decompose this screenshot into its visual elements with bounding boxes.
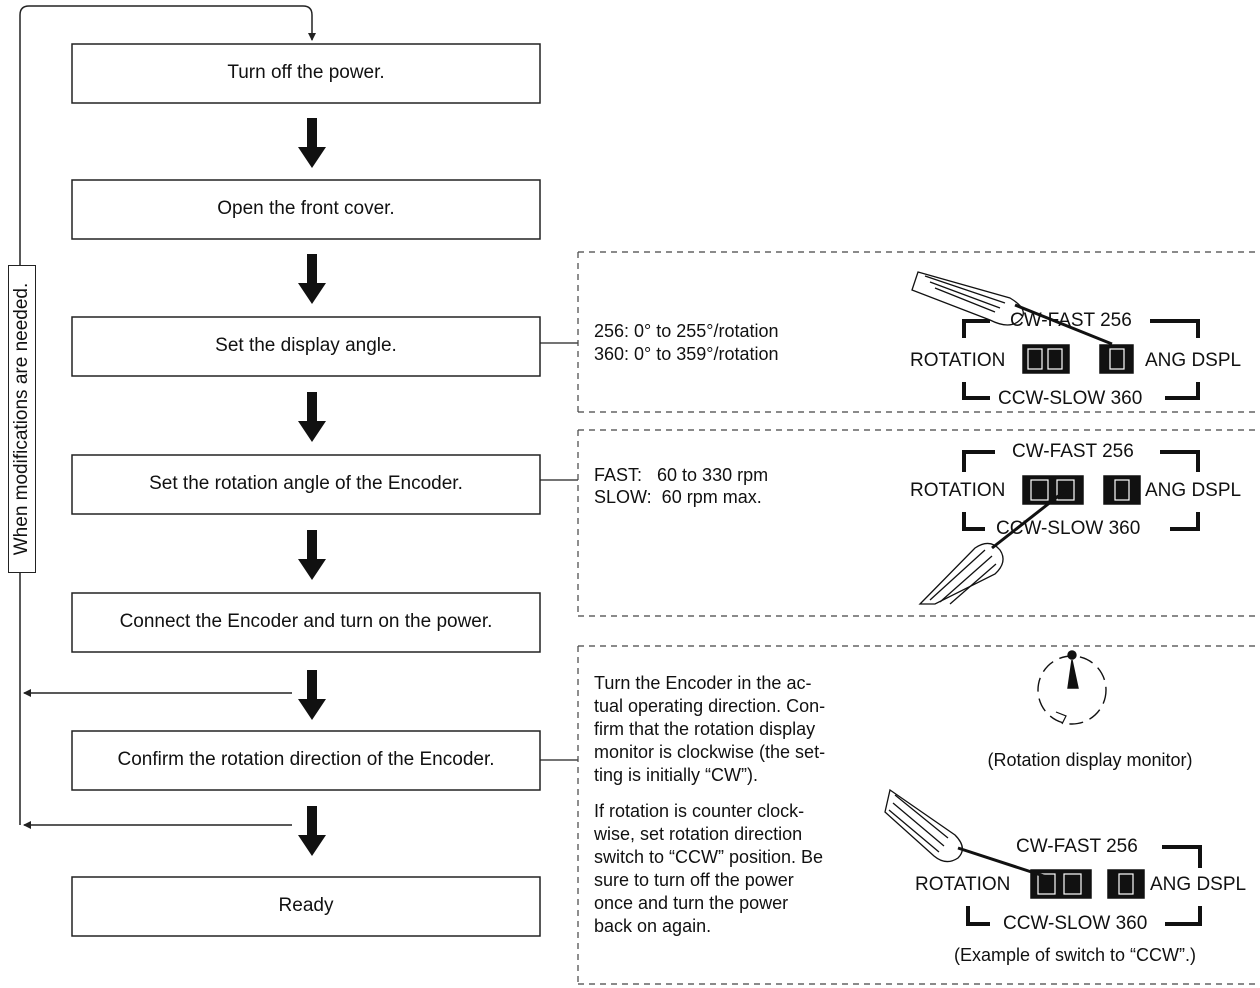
down-arrow-icon [298, 806, 326, 856]
ccw-text-line: once and turn the power [594, 893, 789, 913]
ccw-text-line: wise, set rotation direction [594, 824, 803, 844]
switch-1-right-label: ANG DSPL [1145, 350, 1242, 371]
step-box-4 [71, 454, 541, 515]
monitor-caption: (Rotation display monitor) [987, 750, 1193, 770]
screwdriver-icon [884, 788, 1051, 880]
step-box-5 [71, 592, 541, 653]
screwdriver-icon [911, 271, 1113, 346]
confirm-text-line: monitor is clockwise (the set- [594, 742, 826, 762]
ccw-text-line: switch to “CCW” position. Be [594, 847, 824, 867]
ccw-text-line: If rotation is counter clock- [594, 801, 805, 821]
step-box-2 [71, 179, 541, 240]
loop-back-connector [19, 5, 316, 829]
step-box-3 [71, 316, 541, 377]
confirm-text-line: Turn the Encoder in the ac- [594, 673, 812, 693]
display-angle-note-2: 360: 0° to 359°/rotation [594, 344, 779, 364]
ccw-example-caption: (Example of switch to “CCW”.) [953, 945, 1197, 965]
switch-2-bottom-label: CCW-SLOW 360 [996, 518, 1141, 539]
loop-label: When modifications are needed. [11, 282, 32, 556]
confirm-text-line: ting is initially “CW”). [594, 765, 759, 785]
down-arrow-icon [298, 118, 326, 168]
rotation-monitor-icon [1037, 650, 1107, 725]
step-7-label: Ready [278, 895, 334, 916]
switch-2-top-label: CW-FAST 256 [1012, 441, 1134, 462]
confirm-text-line: tual operating direction. Con- [594, 696, 826, 716]
switch-2-left-label: ROTATION [910, 480, 1006, 501]
down-arrow-icon [298, 392, 326, 442]
dip-switch-diagram-2 [918, 450, 1200, 605]
step-box-1 [71, 43, 541, 104]
step-5-label: Connect the Encoder and turn on the powe… [119, 611, 493, 632]
step-4-label: Set the rotation angle of the Encoder. [149, 473, 463, 494]
switch-1-top-label: CW-FAST 256 [1010, 310, 1132, 331]
down-arrow-icon [298, 670, 326, 720]
dip-switch-diagram-3 [884, 788, 1202, 926]
step-box-6 [71, 730, 541, 791]
switch-1-left-label: ROTATION [910, 350, 1006, 371]
leader-lines [540, 342, 578, 761]
step-box-7 [71, 876, 541, 937]
step-2-label: Open the front cover. [217, 198, 395, 219]
step-boxes [71, 43, 541, 937]
down-arrows [298, 118, 326, 856]
dip-switch-diagram-1 [911, 271, 1200, 400]
rotation-note-slow: SLOW: 60 rpm max. [594, 487, 762, 507]
switch-3-bottom-label: CCW-SLOW 360 [1003, 913, 1148, 934]
loop-label-box: When modifications are needed. [8, 265, 36, 573]
step-3-label: Set the display angle. [215, 335, 397, 356]
step-1-label: Turn off the power. [227, 62, 385, 83]
down-arrow-icon [298, 530, 326, 580]
switch-2-right-label: ANG DSPL [1145, 480, 1242, 501]
screwdriver-icon [918, 488, 1067, 605]
ccw-text-line: back on again. [594, 916, 712, 936]
confirm-text-line: firm that the rotation display [594, 719, 816, 739]
switch-3-left-label: ROTATION [915, 874, 1011, 895]
ccw-text-line: sure to turn off the power [594, 870, 794, 890]
switch-1-bottom-label: CCW-SLOW 360 [998, 388, 1143, 409]
step-6-label: Confirm the rotation direction of the En… [117, 749, 495, 770]
switch-3-top-label: CW-FAST 256 [1016, 836, 1138, 857]
switch-3-right-label: ANG DSPL [1150, 874, 1247, 895]
display-angle-note-1: 256: 0° to 255°/rotation [594, 321, 779, 341]
rotation-note-fast: FAST: 60 to 330 rpm [594, 465, 769, 485]
down-arrow-icon [298, 254, 326, 304]
note-frames [577, 251, 1260, 985]
